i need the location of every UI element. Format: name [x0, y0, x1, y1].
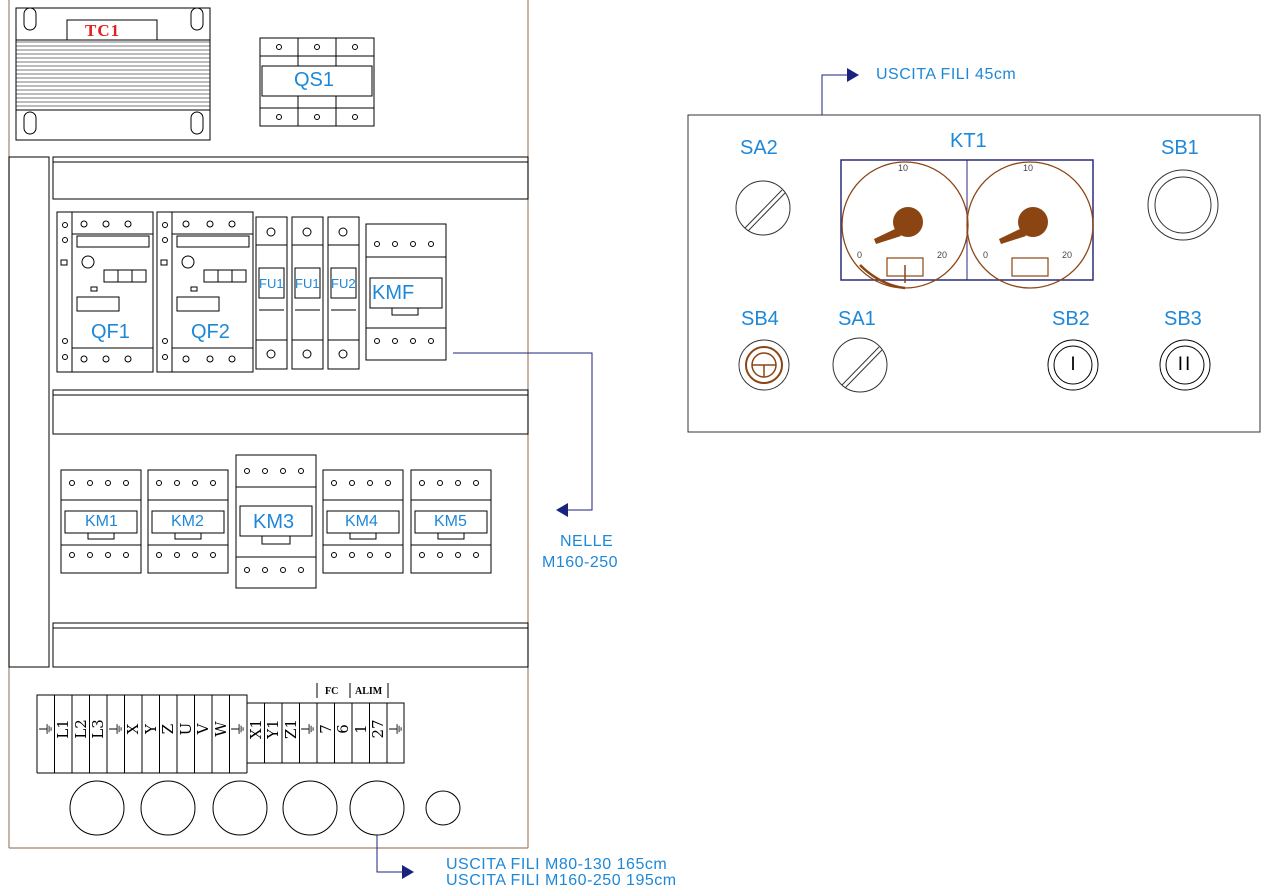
- fuse-label-3: FU2: [331, 276, 356, 291]
- breaker-label-qf1: QF1: [91, 321, 130, 343]
- timer-scale-left-1: 0: [857, 250, 863, 260]
- contactor-km5: [410, 469, 492, 574]
- panel-exit-arrow: [821, 68, 859, 115]
- contactor-km4-label: KM4: [345, 513, 378, 530]
- terminal-label: U: [176, 722, 195, 736]
- terminal-label: 6: [334, 724, 353, 734]
- button-sb3-label: SB3: [1164, 308, 1202, 330]
- terminal-label: ⏚: [386, 721, 405, 737]
- nelle-note-line1: NELLE: [560, 533, 614, 550]
- terminal-label: Z1: [281, 719, 300, 739]
- timer-scale-top-2: 10: [1023, 163, 1034, 173]
- contactor-kmf-label: KMF: [372, 282, 415, 304]
- terminal-label: 27: [369, 719, 388, 739]
- terminal-label: ⏚: [299, 721, 318, 737]
- button-sb3-symbol: [1159, 339, 1211, 391]
- button-sb1-symbol: [1147, 169, 1219, 241]
- terminal-label: L3: [89, 719, 108, 739]
- timer-scale-right-2: 20: [1062, 250, 1073, 260]
- terminal-label: ⏚: [229, 721, 248, 737]
- nelle-note-line2: M160-250: [542, 554, 619, 571]
- terminal-label: 1: [351, 724, 370, 734]
- terminal-dividers: [54, 695, 388, 773]
- button-sb1-label: SB1: [1161, 137, 1199, 159]
- terminal-group-brackets: [316, 683, 389, 698]
- contactor-kmf: [365, 223, 447, 361]
- terminal-label: ⏚: [106, 721, 125, 737]
- din-rails: [8, 156, 529, 668]
- button-sb2-symbol-text: I: [1070, 354, 1076, 375]
- fuse-label-1: FU1: [259, 276, 284, 291]
- breaker-qf2: [156, 211, 254, 373]
- timer-kt1: [840, 159, 1094, 290]
- contactor-km1-label: KM1: [85, 513, 118, 530]
- terminal-label: L1: [54, 719, 73, 739]
- terminal-label: Y1: [264, 719, 283, 739]
- selector-sa1-symbol: [832, 337, 888, 393]
- breaker-qf1: [56, 211, 154, 373]
- selector-sa2-symbol: [735, 180, 791, 236]
- timer-scale-right-1: 20: [937, 250, 948, 260]
- control-panel-outline: [687, 114, 1261, 433]
- timer-scale-top-1: 10: [898, 163, 909, 173]
- terminal-label: V: [194, 723, 213, 735]
- button-sb4-label: SB4: [741, 308, 779, 330]
- disconnector-label: QS1: [294, 69, 335, 91]
- terminal-label: X: [124, 723, 143, 735]
- contactor-km5-label: KM5: [434, 513, 467, 530]
- terminal-label: Y: [141, 724, 160, 734]
- contactor-km2-label: KM2: [171, 513, 204, 530]
- fuse-label-2: FU1: [295, 276, 320, 291]
- selector-sa1-label: SA1: [838, 308, 876, 330]
- terminal-group-alim: ALIM: [355, 686, 383, 697]
- button-sb3-symbol-text: II: [1177, 354, 1193, 375]
- terminal-label: ⏚: [36, 721, 55, 737]
- contactor-km1: [60, 469, 142, 574]
- terminal-label: X1: [246, 718, 265, 740]
- disconnector-qs1: [259, 37, 375, 127]
- terminal-label: L2: [71, 719, 90, 739]
- timer-scale-left-2: 0: [983, 250, 989, 260]
- transformer-label: TC1: [85, 21, 121, 40]
- bottom-exit-note-line1: USCITA FILI M80-130 165cm: [446, 856, 668, 873]
- terminal-label: 7: [316, 724, 335, 734]
- terminal-label: Z: [159, 723, 178, 735]
- cable-glands: [69, 780, 461, 836]
- contactor-km3-label: KM3: [253, 511, 295, 533]
- kmf-wire-arrow: [453, 352, 593, 517]
- timer-label: KT1: [950, 130, 987, 152]
- button-sb2-symbol: [1047, 339, 1099, 391]
- contactor-km3: [235, 454, 317, 589]
- button-sb2-label: SB2: [1052, 308, 1090, 330]
- contactor-km2: [147, 469, 229, 574]
- panel-exit-note: USCITA FILI 45cm: [876, 66, 1017, 83]
- bottom-exit-note-line2: USCITA FILI M160-250 195cm: [446, 872, 677, 889]
- fuse-holders: [255, 216, 360, 370]
- terminal-label: W: [211, 721, 230, 737]
- breaker-label-qf2: QF2: [191, 321, 230, 343]
- bottom-exit-arrow: [376, 835, 414, 879]
- selector-sa2-label: SA2: [740, 137, 778, 159]
- terminal-group-fc: FC: [325, 686, 339, 697]
- transformer-tc1: [15, 7, 211, 141]
- button-sb4-symbol: [738, 339, 790, 391]
- contactor-km4: [322, 469, 404, 574]
